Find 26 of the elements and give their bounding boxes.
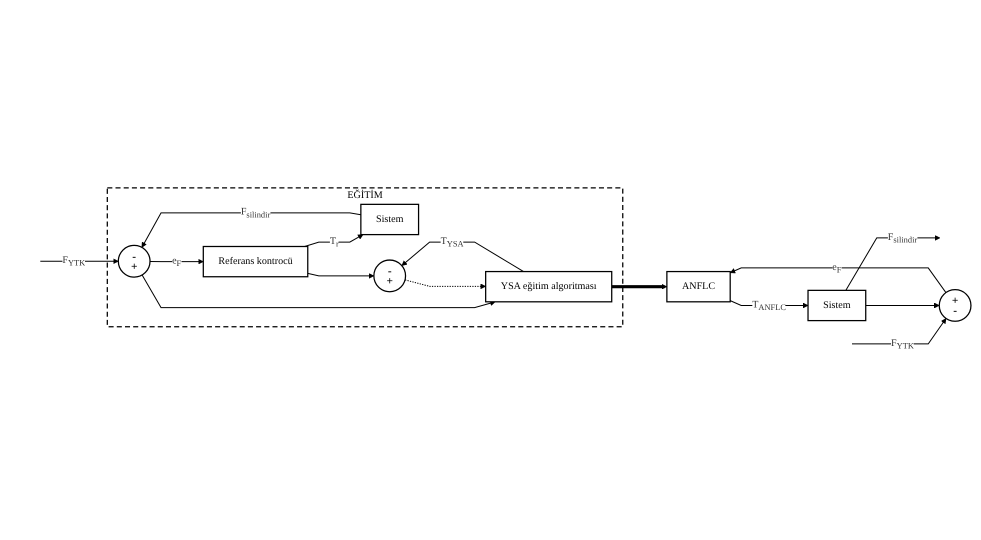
arrow bbox=[730, 267, 946, 293]
node-box: Referans kontrocü bbox=[202, 246, 308, 278]
edge-label: e$_{F}$ bbox=[832, 262, 842, 274]
arrow bbox=[612, 284, 668, 290]
edge-label: F$_{silindir}$ bbox=[888, 232, 918, 244]
edge-label: T$_{r}$ bbox=[330, 236, 339, 248]
node-circle: - + bbox=[118, 244, 151, 278]
edge-label: T$_{YSA}$ bbox=[440, 236, 464, 248]
arrow bbox=[404, 279, 486, 290]
edge-label: F$_{YTK}$ bbox=[62, 254, 86, 268]
arrow bbox=[402, 242, 524, 272]
edge-label: T$_{ANFLC}$ bbox=[752, 299, 786, 312]
node-box: Sistem bbox=[807, 290, 866, 322]
edge-label: e$_{F}$ bbox=[172, 255, 182, 268]
edge-label: F$_{silindir}$ bbox=[240, 206, 270, 220]
node-circle: - + bbox=[373, 259, 406, 292]
arrow bbox=[142, 274, 496, 308]
node-circle: + - bbox=[938, 289, 972, 322]
node-box: ANFLC bbox=[666, 270, 731, 302]
arrow bbox=[308, 272, 374, 279]
arrow bbox=[866, 302, 940, 308]
arrow bbox=[304, 234, 364, 247]
edge-label: F$_{YTK}$ bbox=[891, 338, 914, 350]
node-box: Sistem bbox=[360, 204, 420, 236]
node-box: YSA eğitim algoritması bbox=[485, 270, 612, 302]
arrow bbox=[150, 258, 204, 264]
